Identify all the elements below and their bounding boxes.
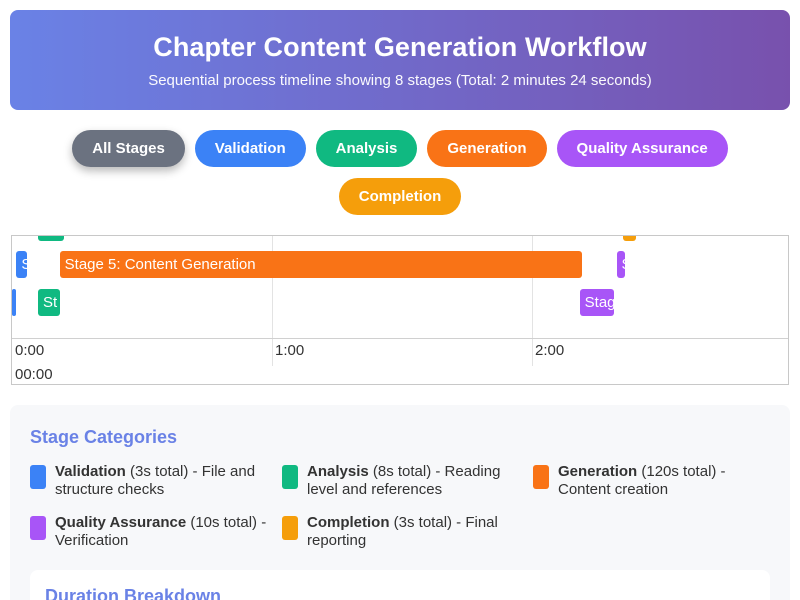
legend-name: Generation bbox=[558, 463, 638, 480]
legend-name: Quality Assurance bbox=[55, 514, 187, 531]
tick-sublabel: 00:00 bbox=[15, 366, 53, 383]
timeline-bar[interactable] bbox=[12, 289, 17, 316]
duration-breakdown-title: Duration Breakdown bbox=[45, 586, 222, 600]
timeline-bar[interactable]: Stage 5: Content Generation bbox=[59, 251, 582, 278]
tick-label-1: 1:00 bbox=[275, 342, 305, 359]
page-title: Chapter Content Generation Workflow bbox=[153, 32, 647, 62]
legend-detail: (8s total) - Reading level and reference… bbox=[307, 463, 501, 498]
timeline-bar[interactable]: Stag bbox=[579, 289, 615, 316]
filter-row-1: All Stages Validation Analysis Generatio… bbox=[0, 130, 800, 167]
legend-detail: (10s total) - Verification bbox=[55, 514, 267, 549]
legend-detail: (3s total) - Final reporting bbox=[307, 514, 498, 549]
quality-assurance-swatch bbox=[30, 516, 46, 540]
legend-item-validation: Validation (3s total) - File and structu… bbox=[30, 463, 270, 499]
generation-swatch bbox=[533, 465, 549, 489]
filter-quality-assurance-button[interactable]: Quality Assurance bbox=[556, 130, 728, 167]
legend-name: Completion bbox=[307, 514, 390, 531]
timeline-bar[interactable]: St bbox=[38, 289, 60, 316]
gridline-2min bbox=[532, 236, 533, 366]
legend-name: Validation bbox=[55, 463, 126, 480]
filter-completion-button[interactable]: Completion bbox=[338, 178, 462, 215]
tick-label-2: 2:00 bbox=[535, 342, 565, 359]
legend-item-analysis: Analysis (8s total) - Reading level and … bbox=[282, 463, 522, 499]
stage-filters: All Stages Validation Analysis Generatio… bbox=[0, 130, 800, 226]
filter-all-stages-button[interactable]: All Stages bbox=[72, 130, 185, 167]
page-subtitle: Sequential process timeline showing 8 st… bbox=[148, 72, 652, 89]
gridline-1min bbox=[272, 236, 273, 366]
legend-title: Stage Categories bbox=[30, 427, 178, 447]
time-axis bbox=[12, 338, 788, 339]
legend-item-completion: Completion (3s total) - Final reporting bbox=[282, 514, 522, 550]
legend-item-generation: Generation (120s total) - Content creati… bbox=[533, 463, 773, 499]
timeline-bar[interactable] bbox=[38, 236, 64, 241]
header-banner: Chapter Content Generation Workflow Sequ… bbox=[10, 10, 790, 110]
completion-swatch bbox=[282, 516, 298, 540]
legend-name: Analysis bbox=[307, 463, 369, 480]
filter-generation-button[interactable]: Generation bbox=[427, 130, 547, 167]
validation-swatch bbox=[30, 465, 46, 489]
filter-validation-button[interactable]: Validation bbox=[194, 130, 306, 167]
tick-label-0: 0:00 bbox=[15, 342, 45, 359]
duration-breakdown-card: Duration Breakdown bbox=[30, 570, 770, 600]
timeline-bar[interactable] bbox=[623, 236, 636, 241]
legend-panel: Stage Categories Validation (3s total) -… bbox=[10, 405, 790, 600]
legend-detail: (120s total) - Content creation bbox=[558, 463, 726, 498]
timeline-chart[interactable]: 0:00 1:00 2:00 00:00 S Stage 5: Content G… bbox=[11, 235, 789, 385]
filter-analysis-button[interactable]: Analysis bbox=[315, 130, 418, 167]
legend-detail: (3s total) - File and structure checks bbox=[55, 463, 256, 498]
timeline-bar[interactable]: S bbox=[16, 251, 28, 278]
legend-item-quality-assurance: Quality Assurance (10s total) - Verifica… bbox=[30, 514, 270, 550]
filter-row-2: Completion bbox=[0, 178, 800, 215]
analysis-swatch bbox=[282, 465, 298, 489]
timeline-bar[interactable]: S bbox=[616, 251, 626, 278]
